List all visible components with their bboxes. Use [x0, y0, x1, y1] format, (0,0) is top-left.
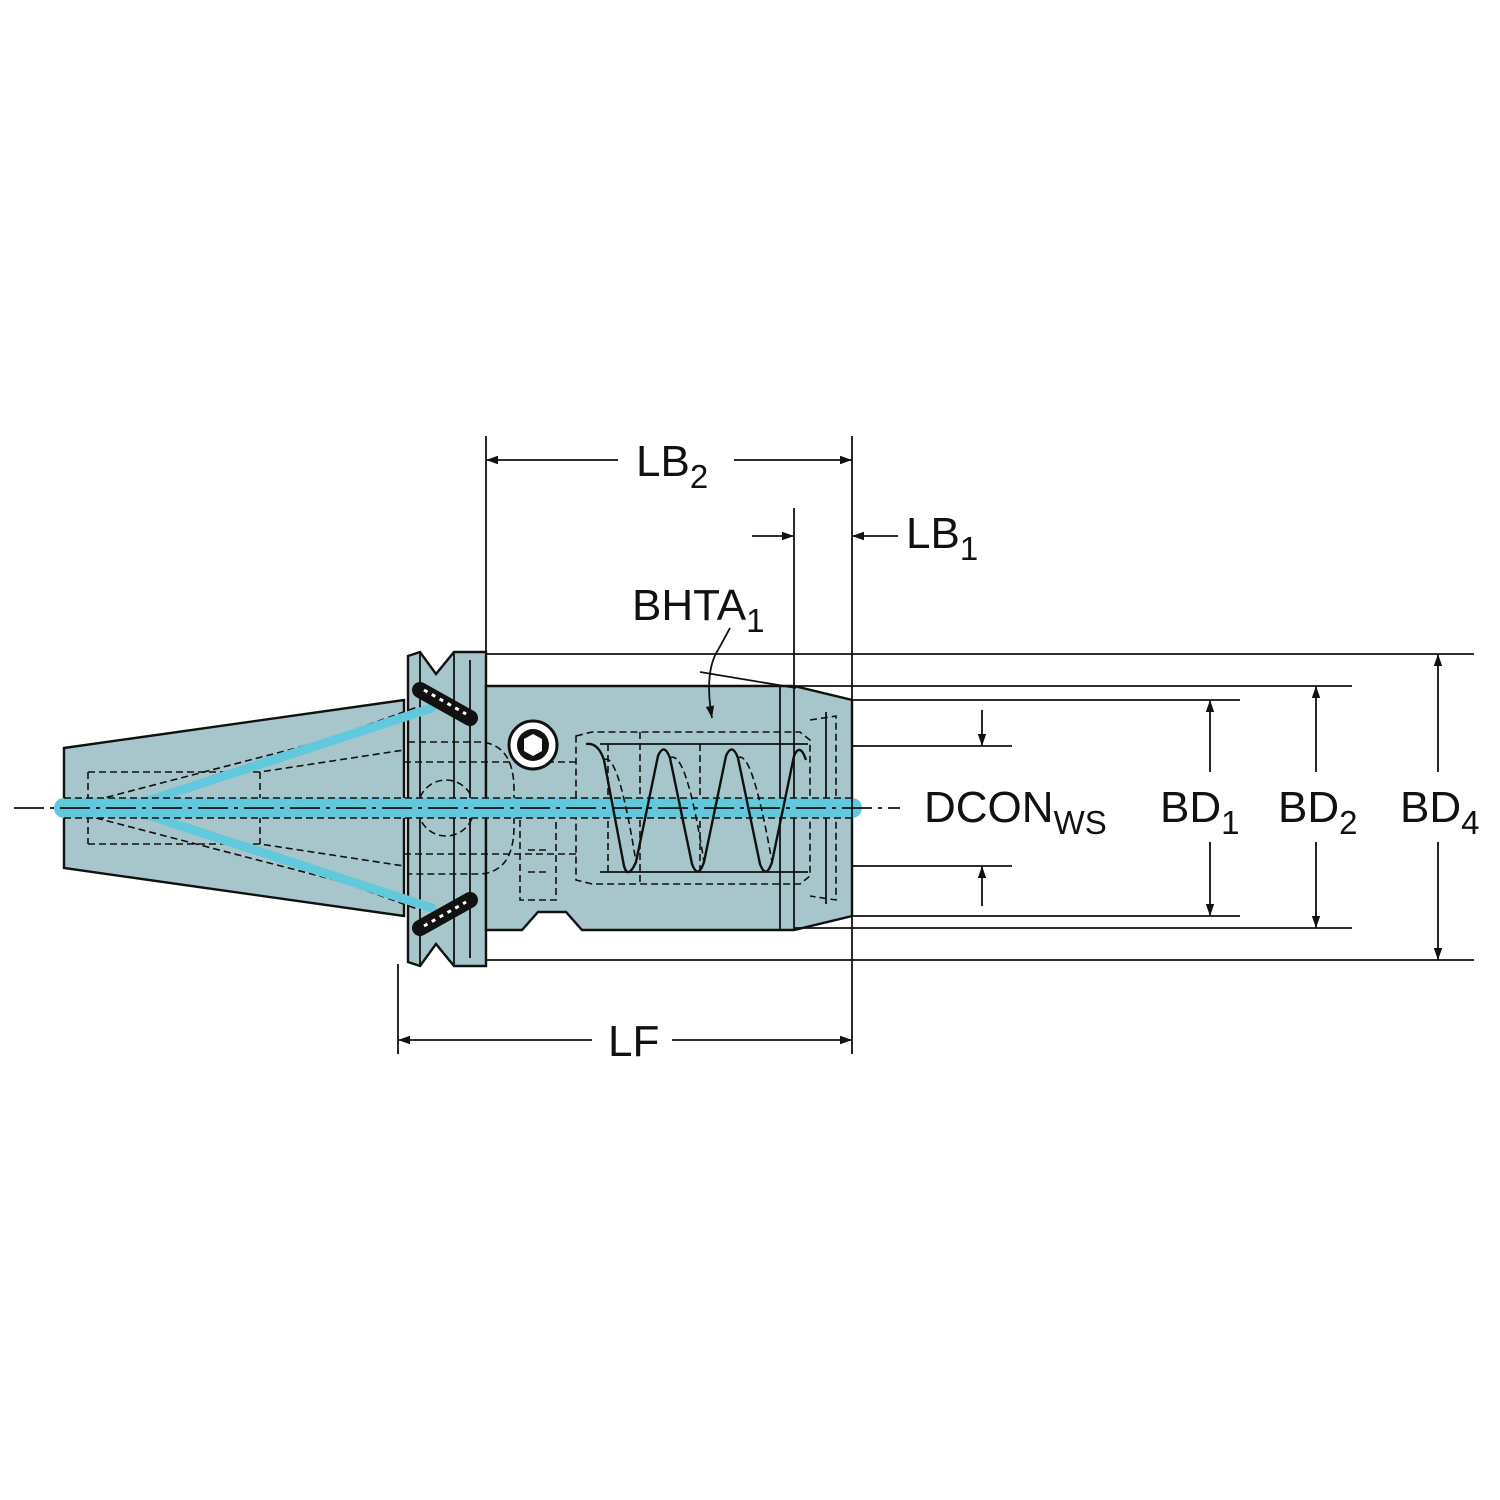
dim-label-dconws-sub: WS	[1054, 804, 1107, 841]
dim-label-lb2-sub: 2	[690, 458, 708, 495]
dim-label-dconws: DCON	[924, 783, 1054, 832]
coolant-upper-channel	[121, 703, 437, 813]
dim-label-lf: LF	[608, 1017, 659, 1066]
ball-screw-icon	[412, 682, 478, 936]
spring-icon	[585, 742, 808, 874]
dimension-bhta1: BHTA1	[632, 581, 764, 719]
svg-text:LB2: LB2	[636, 437, 708, 495]
svg-text:LB1: LB1	[906, 509, 978, 567]
dimension-lf: LF	[398, 1017, 852, 1066]
dim-label-bhta1: BHTA	[632, 581, 747, 630]
dim-label-bd2-sub: 2	[1339, 804, 1357, 841]
dim-label-bd4: BD	[1400, 783, 1461, 832]
dim-label-bhta1-sub: 1	[746, 602, 764, 639]
coolant-lower-channel	[121, 803, 437, 913]
dim-label-bd4-sub: 4	[1461, 804, 1479, 841]
dimension-bd2: BD2	[1278, 686, 1357, 928]
dim-label-bd1-sub: 1	[1221, 804, 1239, 841]
dimension-dconws: DCONWS	[924, 710, 1107, 906]
dim-label-lb2: LB	[636, 437, 690, 486]
dim-label-lb1: LB	[906, 509, 960, 558]
svg-text:BD1: BD1	[1160, 783, 1239, 841]
svg-text:BD2: BD2	[1278, 783, 1357, 841]
dimension-bd1: BD1	[1160, 700, 1239, 916]
dimension-bd4: BD4	[1400, 654, 1479, 960]
svg-text:DCONWS: DCONWS	[924, 783, 1107, 841]
svg-text:BHTA1: BHTA1	[632, 581, 764, 639]
hex-socket-screw-icon	[507, 719, 559, 771]
dim-label-bd2: BD	[1278, 783, 1339, 832]
dimension-lb2: LB2	[486, 437, 852, 495]
dim-label-bd1: BD	[1160, 783, 1221, 832]
dimension-lb1: LB1	[752, 509, 978, 567]
dim-label-lb1-sub: 1	[960, 530, 978, 567]
svg-text:BD4: BD4	[1400, 783, 1479, 841]
